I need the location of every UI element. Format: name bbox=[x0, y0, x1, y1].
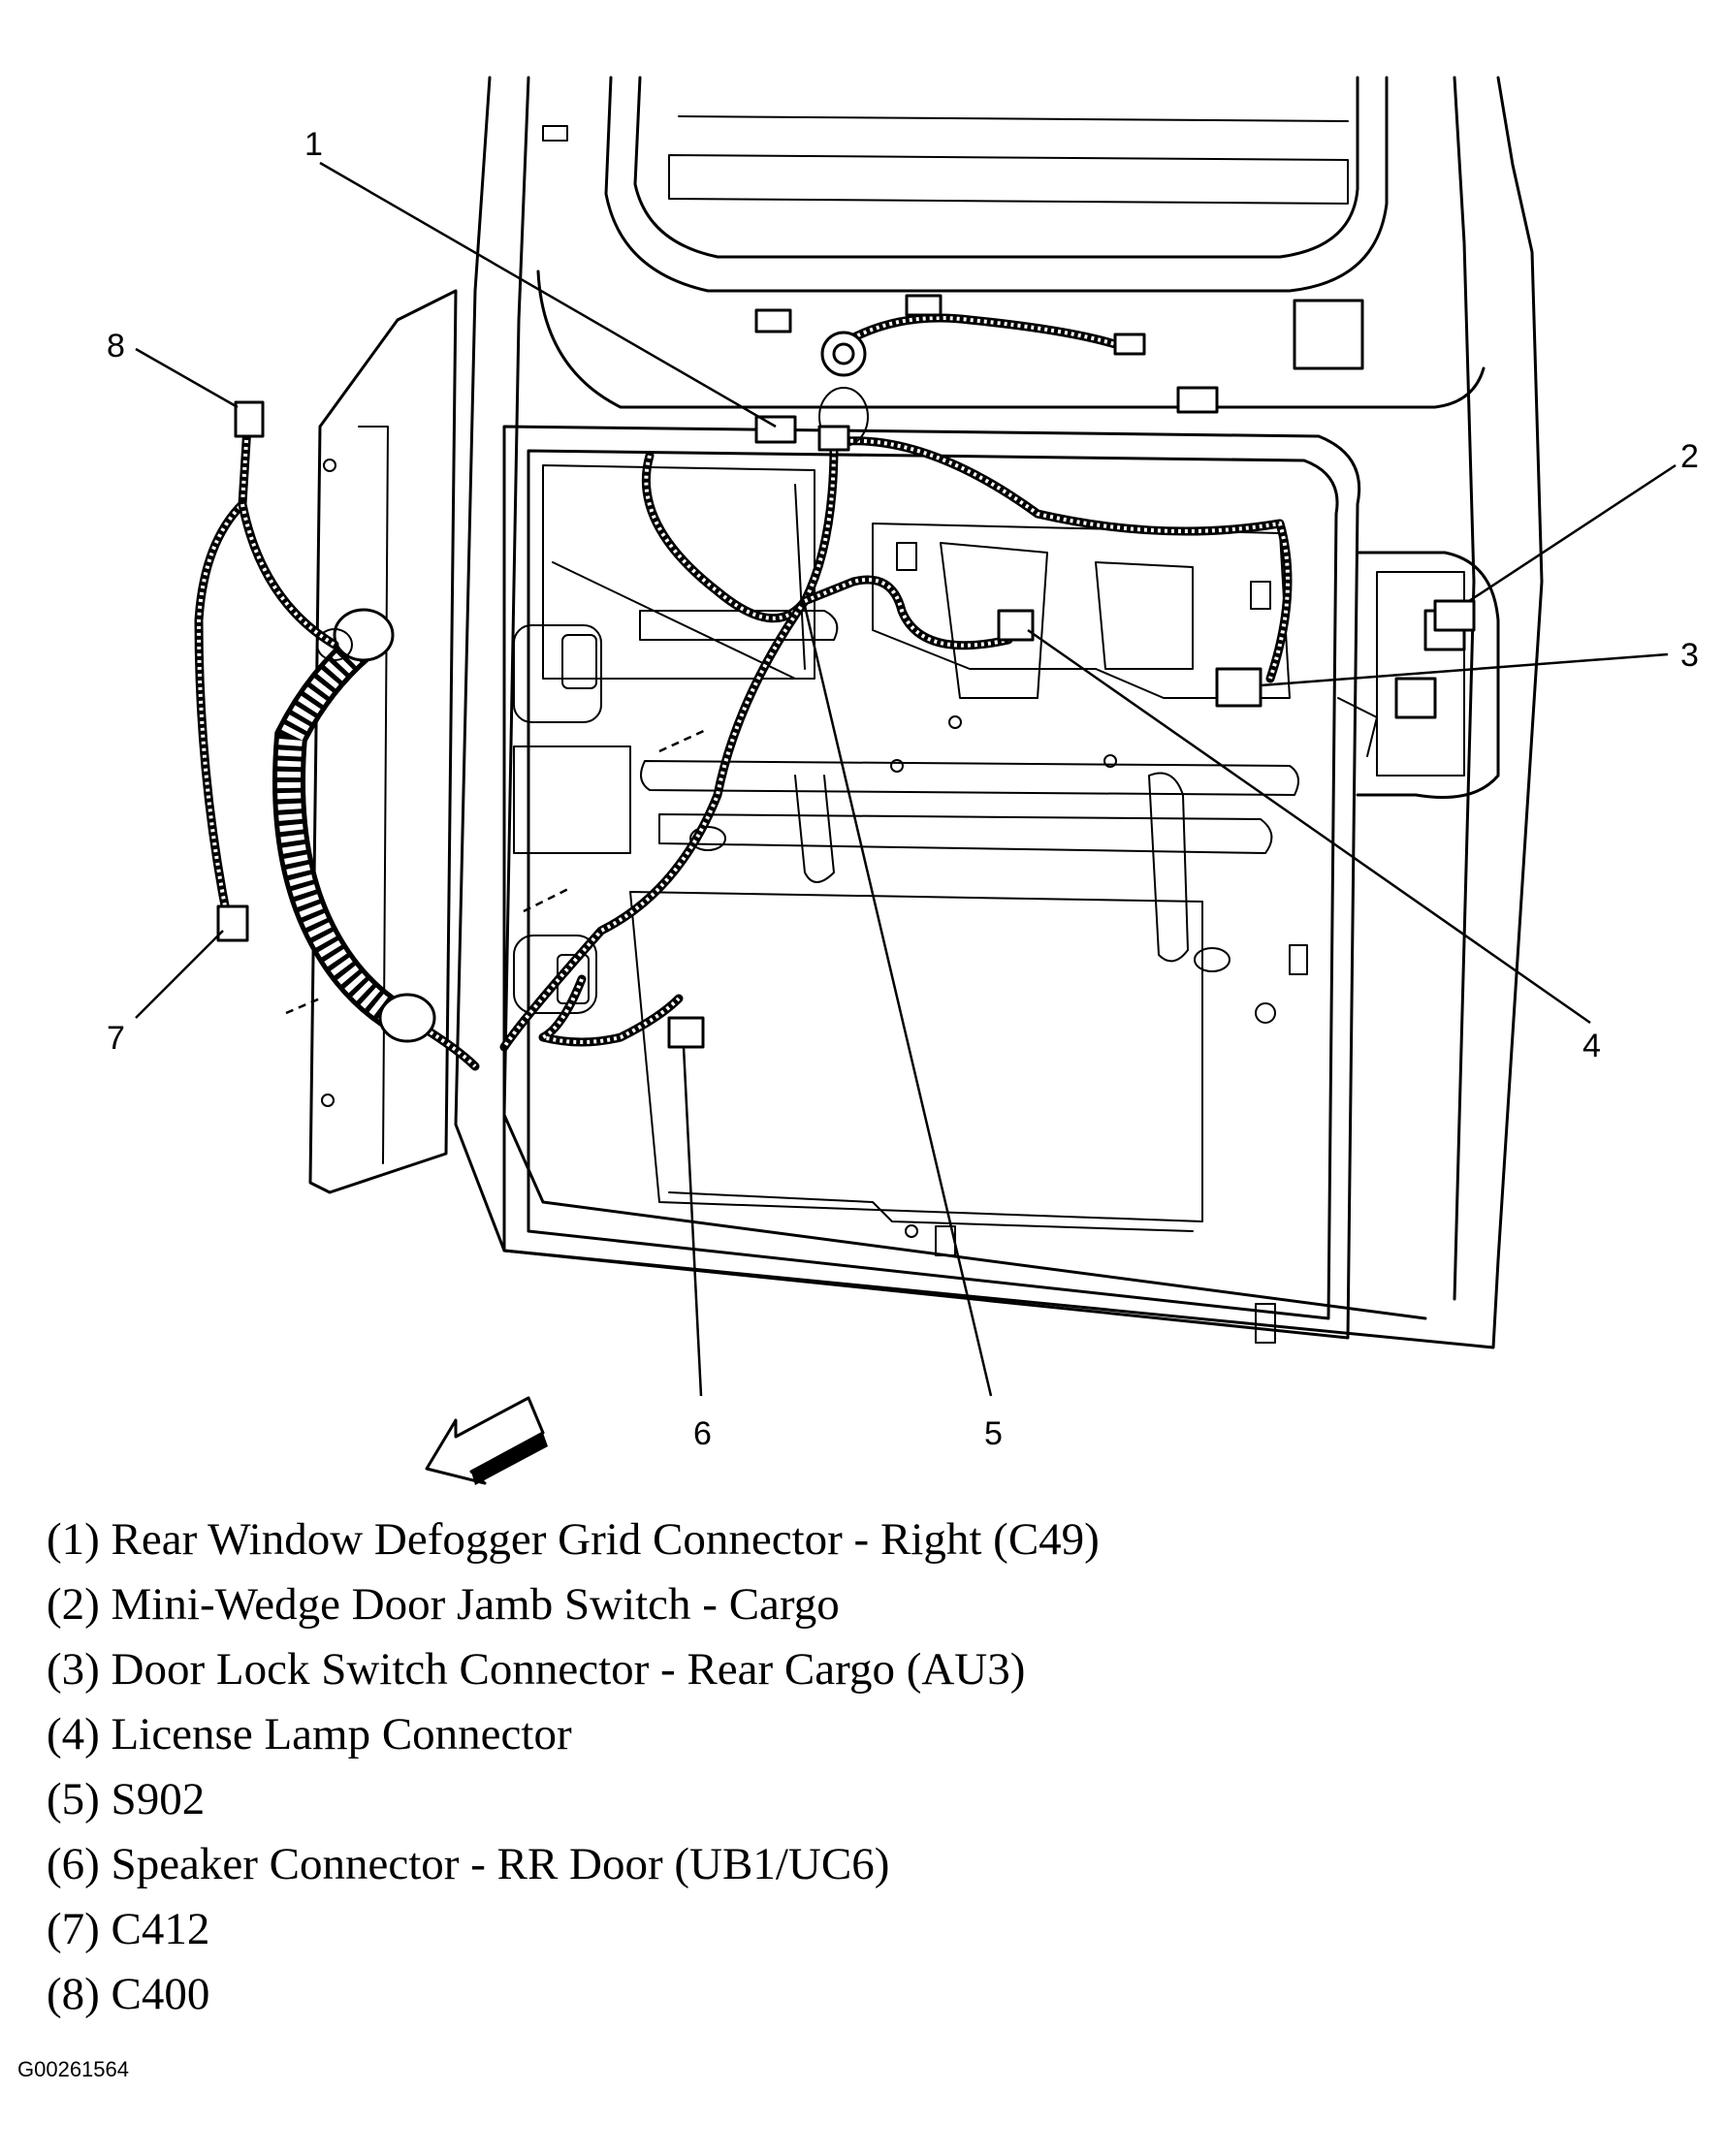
legend-item: (5) S902 bbox=[47, 1774, 206, 1824]
wiring-harness bbox=[194, 313, 1293, 1071]
callout-5: 5 bbox=[984, 1415, 1003, 1452]
connector-c400 bbox=[234, 400, 265, 438]
callout-1: 1 bbox=[304, 126, 323, 163]
connector-c49 bbox=[754, 415, 797, 444]
door-body bbox=[454, 76, 1544, 1349]
leader-lines bbox=[135, 161, 1677, 1397]
direction-arrow bbox=[425, 1396, 548, 1485]
connector-door-jamb-switch bbox=[1433, 599, 1476, 632]
figure-code: G00261564 bbox=[17, 2057, 129, 2081]
callout-6: 6 bbox=[693, 1415, 712, 1452]
legend-item: (2) Mini-Wedge Door Jamb Switch - Cargo bbox=[47, 1579, 840, 1630]
inner-panel bbox=[502, 425, 1361, 1344]
connector-speaker bbox=[667, 1016, 705, 1049]
hinge-bracket bbox=[308, 289, 458, 1194]
connector-door-lock-switch bbox=[1215, 667, 1263, 708]
connectors bbox=[216, 294, 1476, 1049]
legend-item: (1) Rear Window Defogger Grid Connector … bbox=[47, 1514, 1100, 1565]
legend-item: (6) Speaker Connector - RR Door (UB1/UC6… bbox=[47, 1839, 890, 1889]
callout-7: 7 bbox=[107, 1020, 125, 1057]
legend-item: (3) Door Lock Switch Connector - Rear Ca… bbox=[47, 1644, 1026, 1695]
component-legend: (1) Rear Window Defogger Grid Connector … bbox=[47, 1507, 1695, 2027]
connector-c412 bbox=[216, 904, 249, 942]
callout-8: 8 bbox=[107, 328, 125, 365]
legend-item: (7) C412 bbox=[47, 1904, 210, 1954]
door-wiring-diagram: 1 2 3 4 5 6 7 8 bbox=[107, 76, 1699, 1485]
connector-license-lamp bbox=[997, 609, 1035, 642]
callout-3: 3 bbox=[1680, 637, 1699, 674]
legend-item: (4) License Lamp Connector bbox=[47, 1709, 572, 1760]
legend-item: (8) C400 bbox=[47, 1969, 210, 2019]
callout-4: 4 bbox=[1582, 1028, 1601, 1064]
callout-2: 2 bbox=[1680, 438, 1699, 475]
